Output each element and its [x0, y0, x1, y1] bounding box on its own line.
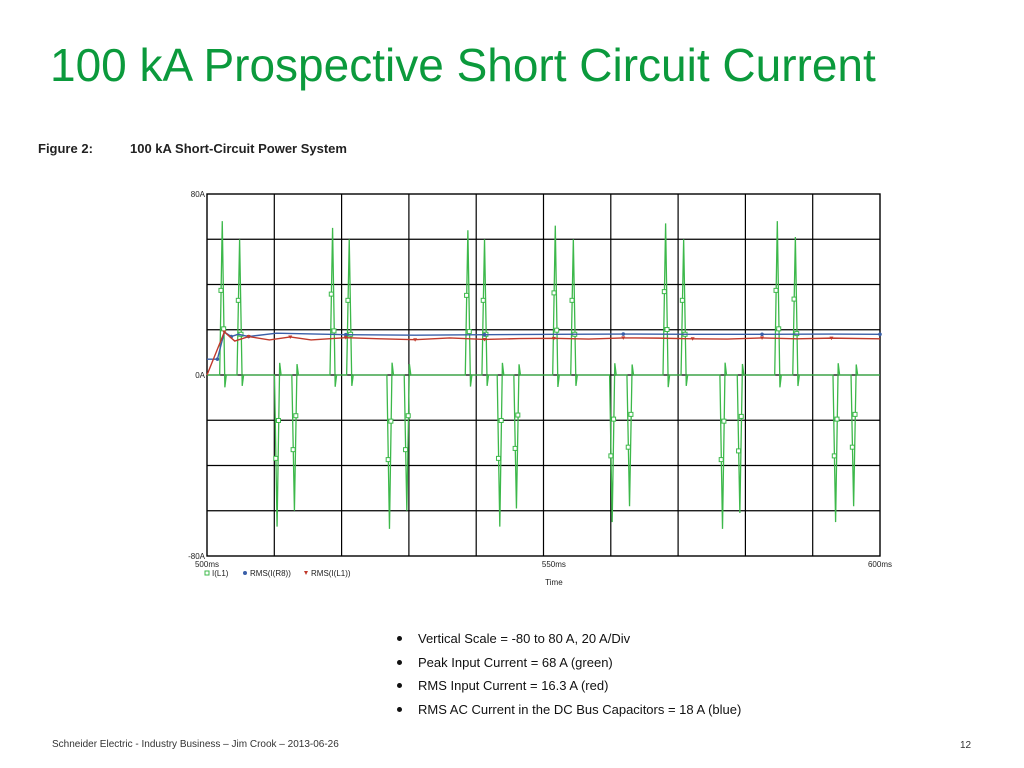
x-tick-label: 600ms	[868, 560, 892, 569]
bullet-vertical-scale: Vertical Scale = -80 to 80 A, 20 A/Div	[395, 630, 741, 654]
marker-i-l1	[718, 457, 724, 463]
x-axis-label: Time	[545, 578, 563, 587]
marker-rms-i-r8	[760, 332, 764, 337]
marker-rms-i-l1	[829, 336, 834, 341]
marker-rms-i-l1	[413, 338, 418, 342]
legend-label: RMS(I(R8))	[250, 569, 291, 578]
marker-rms-i-l1	[288, 335, 293, 339]
marker-rms-i-r8	[878, 332, 882, 337]
marker-i-l1	[736, 448, 742, 454]
figure-label: Figure 2:	[38, 141, 93, 156]
legend-label: I(L1)	[212, 569, 229, 578]
marker-i-l1	[480, 297, 486, 303]
marker-i-l1	[235, 297, 241, 303]
marker-i-l1	[218, 287, 224, 293]
series-line-i-l1	[207, 221, 880, 529]
marker-i-l1	[664, 327, 670, 333]
marker-i-l1	[608, 453, 614, 459]
marker-i-l1	[512, 445, 518, 451]
marker-i-l1	[791, 296, 797, 302]
marker-rms-i-l1	[246, 335, 251, 339]
marker-i-l1	[721, 418, 727, 424]
marker-i-l1	[569, 297, 575, 303]
marker-i-l1	[221, 326, 227, 332]
marker-i-l1	[405, 413, 411, 419]
marker-i-l1	[625, 444, 631, 450]
bullet-list: Vertical Scale = -80 to 80 A, 20 A/Div P…	[395, 630, 741, 724]
marker-i-l1	[831, 453, 837, 459]
marker-i-l1	[273, 455, 279, 461]
marker-i-l1	[515, 412, 521, 418]
page-number: 12	[960, 740, 972, 751]
marker-i-l1	[331, 328, 337, 334]
legend-marker-square	[204, 570, 210, 576]
marker-i-l1	[834, 416, 840, 422]
marker-i-l1	[661, 289, 667, 295]
marker-rms-i-l1	[760, 336, 765, 340]
y-tick-label: 80A	[191, 190, 206, 199]
marker-i-l1	[385, 457, 391, 463]
marker-i-l1	[498, 417, 504, 423]
legend-label: RMS(I(L1))	[311, 569, 351, 578]
marker-rms-i-r8	[215, 357, 220, 361]
marker-rms-i-l1	[551, 336, 556, 341]
bullet-rms-input-current: RMS Input Current = 16.3 A (red)	[395, 677, 741, 701]
marker-i-l1	[466, 329, 472, 335]
marker-i-l1	[328, 291, 334, 297]
marker-rms-i-l1	[690, 337, 695, 341]
marker-i-l1	[293, 413, 299, 419]
marker-rms-i-r8	[482, 332, 487, 337]
marker-i-l1	[628, 411, 634, 417]
bullet-peak-input-current: Peak Input Current = 68 A (green)	[395, 654, 741, 678]
marker-i-l1	[776, 326, 782, 332]
marker-i-l1	[679, 297, 685, 303]
figure-title: 100 kA Short-Circuit Power System	[130, 141, 347, 156]
marker-i-l1	[464, 292, 470, 298]
marker-i-l1	[849, 444, 855, 450]
marker-rms-i-l1	[343, 336, 348, 340]
legend-marker-circle	[243, 571, 247, 575]
marker-i-l1	[551, 290, 557, 296]
footer-text: Schneider Electric - Industry Business –…	[52, 739, 339, 750]
marker-i-l1	[345, 297, 351, 303]
marker-i-l1	[738, 413, 744, 419]
marker-rms-i-l1	[621, 336, 626, 340]
marker-i-l1	[403, 447, 409, 453]
marker-i-l1	[275, 417, 281, 423]
marker-i-l1	[611, 416, 617, 422]
bullet-rms-ac-current: RMS AC Current in the DC Bus Capacitors …	[395, 701, 741, 725]
marker-i-l1	[495, 455, 501, 461]
marker-i-l1	[554, 327, 560, 333]
marker-i-l1	[773, 287, 779, 293]
y-tick-label: 0A	[195, 371, 205, 380]
x-tick-label: 500ms	[195, 560, 219, 569]
marker-rms-i-r8	[343, 332, 348, 337]
chart-series	[206, 221, 882, 529]
figure-caption: Figure 2: 100 kA Short-Circuit Power Syst…	[38, 141, 347, 156]
y-tick-label: -80A	[188, 552, 206, 561]
slide-title: 100 kA Prospective Short Circuit Current	[50, 39, 876, 91]
x-tick-label: 550ms	[542, 560, 566, 569]
marker-rms-i-l1	[482, 337, 487, 342]
marker-rms-i-r8	[621, 332, 626, 336]
legend-marker-triangle	[304, 571, 308, 575]
marker-i-l1	[388, 418, 394, 424]
marker-i-l1	[290, 447, 296, 453]
marker-rms-i-l1	[222, 330, 227, 335]
marker-i-l1	[852, 411, 858, 417]
